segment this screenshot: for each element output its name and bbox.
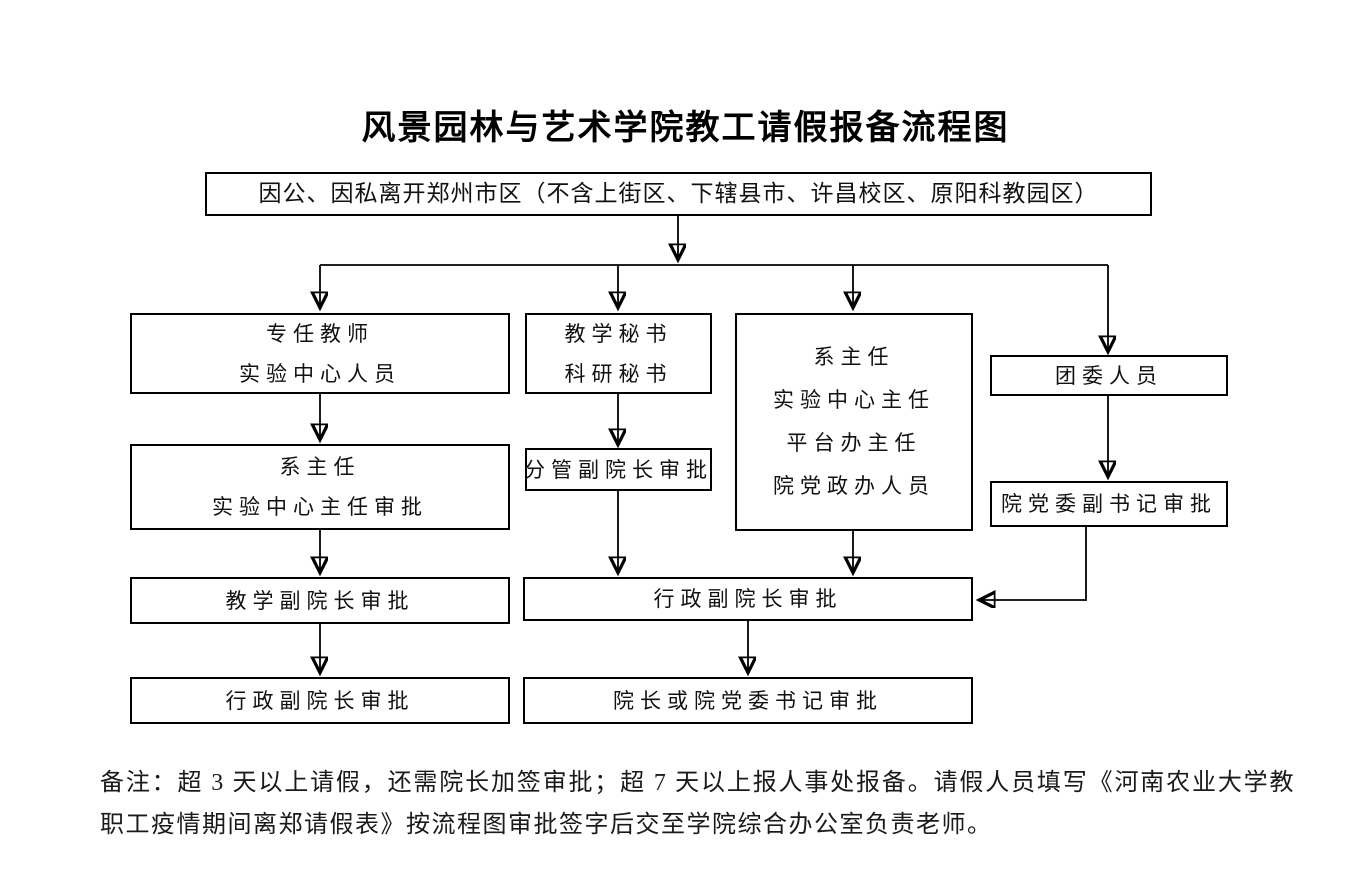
flow-node-label: 平台办主任: [786, 431, 922, 455]
flow-node-deputy-dean-in-charge-approval: 分管副院长审批: [524, 448, 713, 491]
flow-node-secretaries: 教学秘书 科研秘书: [525, 313, 712, 394]
flow-node-label: 系主任: [813, 345, 895, 369]
flow-node-label: 团委人员: [1055, 363, 1163, 388]
flow-node-label: 院长或院党委书记审批: [613, 688, 883, 713]
flow-node-label: 系主任: [279, 455, 361, 479]
footnote: 备注：超 3 天以上请假，还需院长加签审批；超 7 天以上报人事处报备。请假人员…: [100, 770, 1295, 838]
flow-node-label: 行政副院长审批: [653, 587, 843, 611]
flow-node-label: 院党政办人员: [773, 474, 935, 498]
flow-node-label: 教学秘书: [564, 321, 673, 346]
flow-node-admin-deputy-dean-approval-left: 行政副院长审批: [130, 677, 510, 724]
flow-node-label: 分管副院长审批: [524, 457, 713, 482]
flow-node-teaching-deputy-dean-approval: 教学副院长审批: [130, 577, 510, 624]
flow-node-deputy-party-secretary-approval: 院党委副书记审批: [990, 481, 1228, 527]
flow-node-label: 行政副院长审批: [225, 688, 415, 713]
flow-node-label: 教学副院长审批: [225, 588, 415, 613]
flow-node-label: 科研秘书: [564, 361, 673, 386]
flow-node-dean-or-party-secretary-approval: 院长或院党委书记审批: [523, 677, 973, 724]
flow-node-youth-league-staff: 团委人员: [990, 355, 1228, 396]
flow-node-admin-deputy-dean-approval-wide: 行政副院长审批: [523, 577, 973, 621]
flow-node-entry: 因公、因私离开郑州市区（不含上街区、下辖县市、许昌校区、原阳科教园区）: [205, 172, 1152, 216]
flow-node-label: 专任教师: [266, 321, 374, 346]
flow-node-label: 实验中心人员: [239, 361, 401, 386]
page-title: 风景园林与艺术学院教工请假报备流程图: [361, 109, 1010, 147]
flow-node-entry-label: 因公、因私离开郑州市区（不含上街区、下辖县市、许昌校区、原阳科教园区）: [258, 181, 1099, 206]
flow-node-label: 实验中心主任: [773, 388, 935, 412]
flow-node-directors-office-staff: 系主任 实验中心主任 平台办主任 院党政办人员: [735, 313, 973, 531]
flow-node-label: 院党委副书记审批: [1001, 492, 1217, 516]
flow-node-faculty-lab-staff: 专任教师 实验中心人员: [130, 313, 510, 394]
flow-node-dept-director-approval: 系主任 实验中心主任审批: [130, 444, 510, 530]
flow-node-label: 实验中心主任审批: [212, 495, 428, 519]
